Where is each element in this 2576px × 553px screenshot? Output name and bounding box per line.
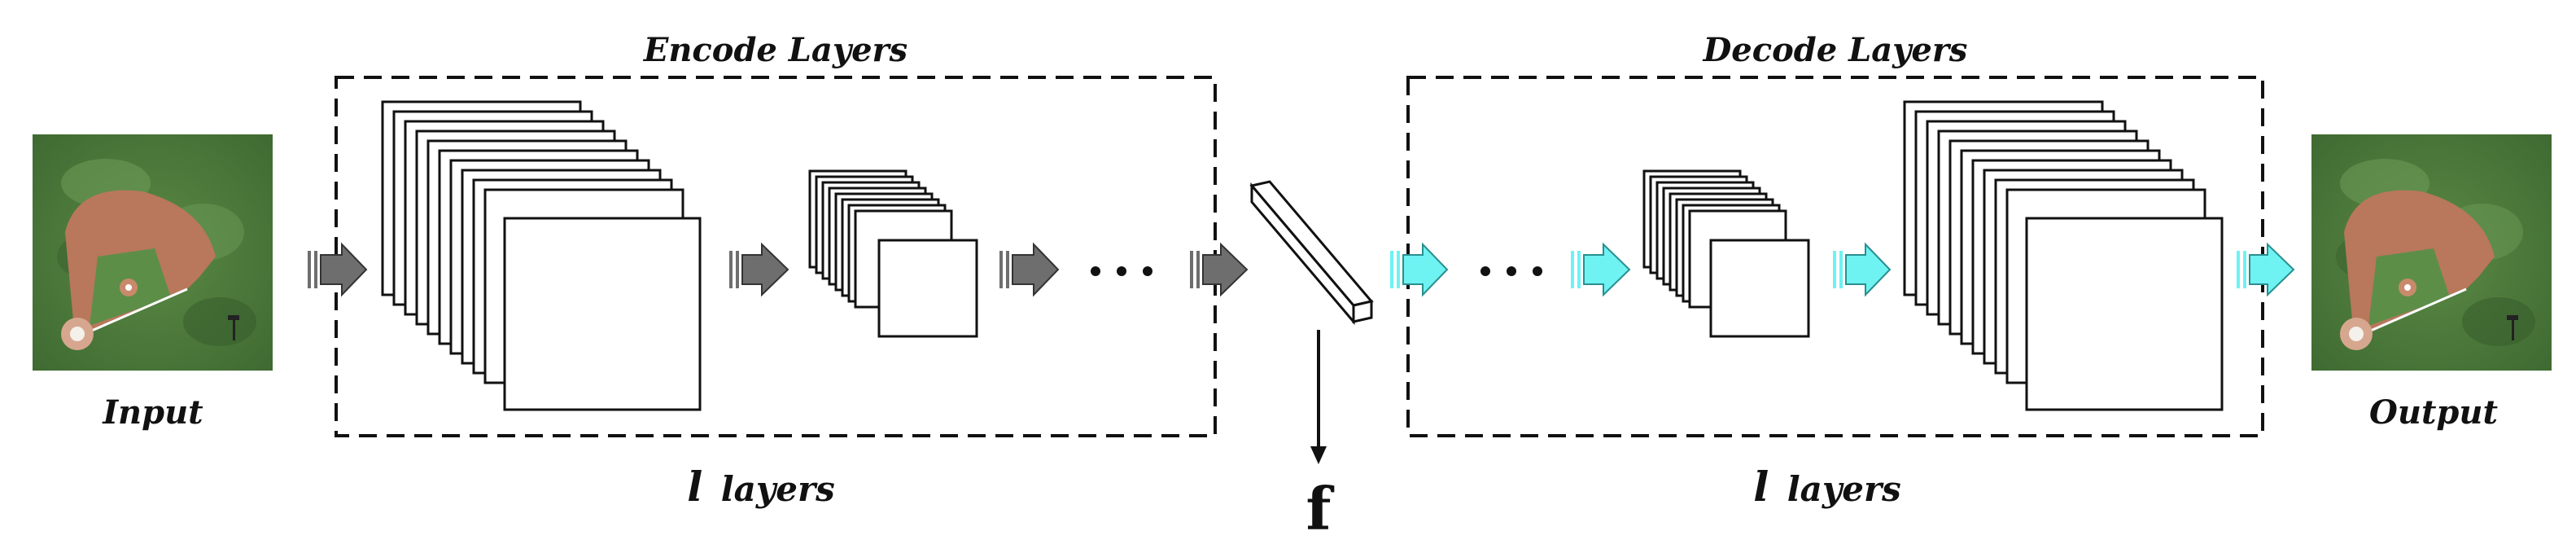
arrow-right-icon (1390, 242, 1449, 297)
output-image (2310, 133, 2553, 372)
encoder-feature-stack-small (808, 169, 978, 338)
arrow-right-icon (1190, 242, 1249, 297)
arrow-right-icon (729, 242, 789, 297)
arrow-right-icon (1833, 242, 1892, 297)
arrow-right-icon (999, 242, 1060, 297)
arrow-down-icon (1310, 330, 1327, 464)
decoder-feature-stack-large (1903, 100, 2224, 411)
input-label: Input (102, 393, 203, 432)
decoder-title: Decode Layers (1703, 31, 1968, 69)
encoder-feature-stack-large (381, 100, 702, 411)
input-image (31, 133, 274, 372)
encoder-title: Encode Layers (643, 31, 908, 69)
decoder-layers-word: layers (1787, 469, 1901, 509)
arrow-right-icon (2237, 242, 2295, 297)
decoder-layers-symbol: l (1753, 463, 1769, 511)
decoder-layers-label: l layers (1753, 463, 1901, 511)
ellipsis-icon (1480, 266, 1542, 276)
arrow-right-icon (308, 242, 368, 297)
arrow-right-icon (1571, 242, 1631, 297)
encoder-layers-word: layers (721, 469, 835, 509)
ellipsis-icon (1091, 266, 1152, 276)
encoder-layers-symbol: l (687, 463, 702, 511)
decoder-feature-stack-small (1642, 169, 1810, 338)
encoder-layers-label: l layers (687, 463, 835, 511)
feature-label: f (1306, 474, 1335, 543)
output-label: Output (2369, 393, 2498, 432)
feature-vector-block (1249, 180, 1374, 326)
